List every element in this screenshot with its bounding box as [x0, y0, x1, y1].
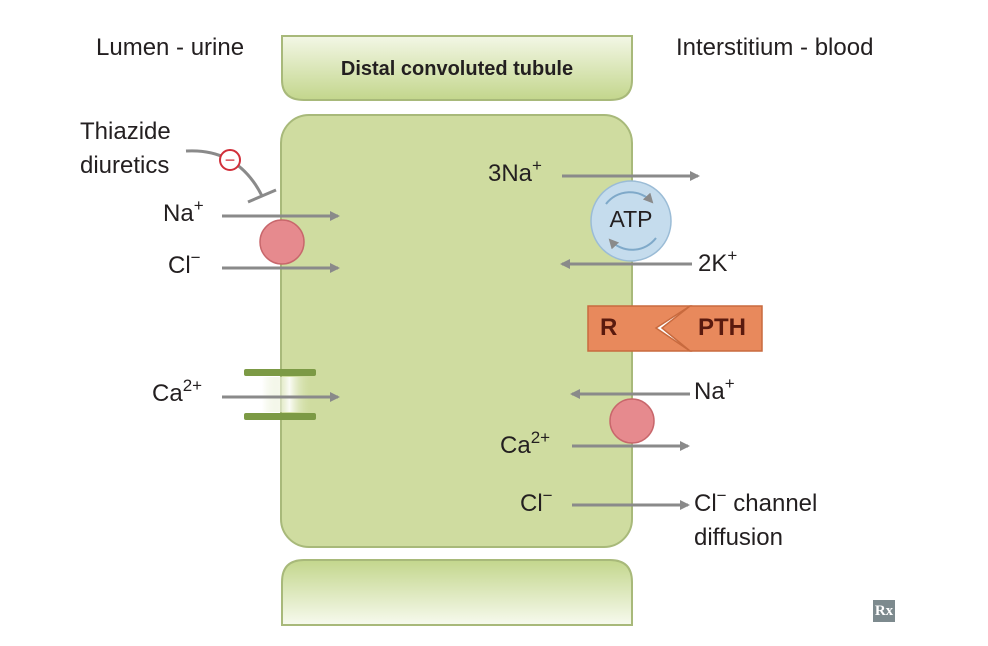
receptor-box — [587, 305, 693, 352]
tubule-segment-top — [281, 35, 633, 101]
na-left-label: Na+ — [163, 196, 204, 227]
inhibition-bar — [247, 188, 277, 204]
rx-logo-icon: Rx — [873, 600, 895, 622]
k2-label: 2K+ — [698, 246, 738, 277]
thiazide-label-line2: diuretics — [80, 152, 170, 179]
ca-channel-bottom — [244, 413, 316, 420]
cl-right-label: Cl− — [520, 486, 553, 517]
pth-label: PTH — [698, 314, 746, 341]
ca-channel-pore — [262, 377, 312, 412]
na3-label: 3Na+ — [488, 156, 542, 187]
inhibit-icon — [219, 149, 241, 171]
pth-box — [660, 305, 763, 352]
atp-cycle-arrow-top — [605, 191, 654, 205]
tubule-cell — [280, 114, 633, 548]
ca-right-label: Ca2+ — [500, 428, 551, 459]
atp-cycle-arrow-bottom — [608, 237, 657, 251]
atp-label: ATP — [609, 206, 653, 232]
cl-left-label: Cl− — [168, 248, 201, 279]
interstitium-label: Interstitium - blood — [676, 34, 874, 61]
lumen-label: Lumen - urine — [96, 34, 245, 61]
ca-left-label: Ca2+ — [152, 376, 203, 407]
cl-channel-label-line2: diffusion — [694, 524, 783, 551]
ca-channel-top — [244, 369, 316, 376]
tubule-title: Distal convoluted tubule — [340, 58, 574, 80]
tubule-segment-bottom — [281, 559, 633, 626]
cl-channel-label-line1: Cl− channel — [694, 486, 818, 517]
nacl-cotransporter — [259, 219, 305, 265]
na-right-label: Na+ — [694, 374, 735, 405]
inhibit-symbol: − — [225, 150, 236, 170]
receptor-label: R — [600, 314, 618, 341]
thiazide-label-line1: Thiazide — [80, 118, 171, 145]
naca-exchanger — [609, 398, 655, 444]
